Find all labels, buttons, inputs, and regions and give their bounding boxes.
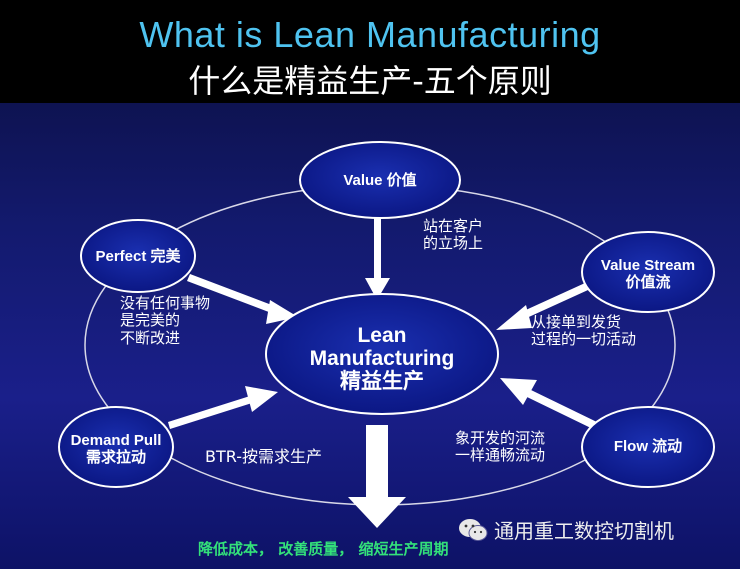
watermark-text: 通用重工数控切割机	[494, 519, 674, 543]
node-flow-ellipse	[581, 406, 715, 488]
note-flow: 象开发的河流 一样通畅流动	[455, 429, 546, 465]
results-text: 降低成本， 改善质量， 缩短生产周期	[198, 540, 449, 558]
note-value: 站在客户 的立场上	[423, 217, 484, 253]
note-perfect: 没有任何事物 是完美的 不断改进	[120, 294, 211, 347]
node-value-label: Value 价值	[343, 172, 417, 189]
arrow-valuestream-to-center	[496, 278, 599, 330]
note-value-stream: 从接单到发货 过程的一切活动	[531, 313, 637, 349]
arrow-value-to-center	[365, 218, 390, 300]
watermark: 通用重工数控切割机	[458, 515, 674, 544]
node-value-ellipse	[299, 141, 461, 219]
header-bar: What is Lean Manufacturing 什么是精益生产-五个原则	[0, 0, 740, 103]
node-center-label: Lean Manufacturing 精益生产	[309, 324, 455, 394]
node-demandpull-ellipse	[58, 406, 174, 488]
node-perfect-label: Perfect 完美	[95, 248, 181, 265]
node-flow-label: Flow 流动	[613, 438, 683, 455]
note-demand-pull: BTR-按需求生产	[205, 447, 322, 466]
node-perfect-ellipse	[80, 219, 196, 293]
title-chinese: 什么是精益生产-五个原则	[188, 62, 552, 100]
node-valuestream-ellipse	[581, 231, 715, 313]
arrow-demandpull-to-center	[168, 386, 278, 429]
node-demandpull-label: Demand Pull 需求拉动	[70, 432, 162, 467]
title-english: What is Lean Manufacturing	[139, 14, 601, 55]
node-valuestream-label: Value Stream 价值流	[600, 257, 696, 292]
arrow-flow-to-center	[500, 378, 601, 431]
wechat-icon	[458, 518, 488, 542]
node-center-ellipse	[265, 293, 499, 415]
arrow-down-to-results	[348, 425, 406, 528]
